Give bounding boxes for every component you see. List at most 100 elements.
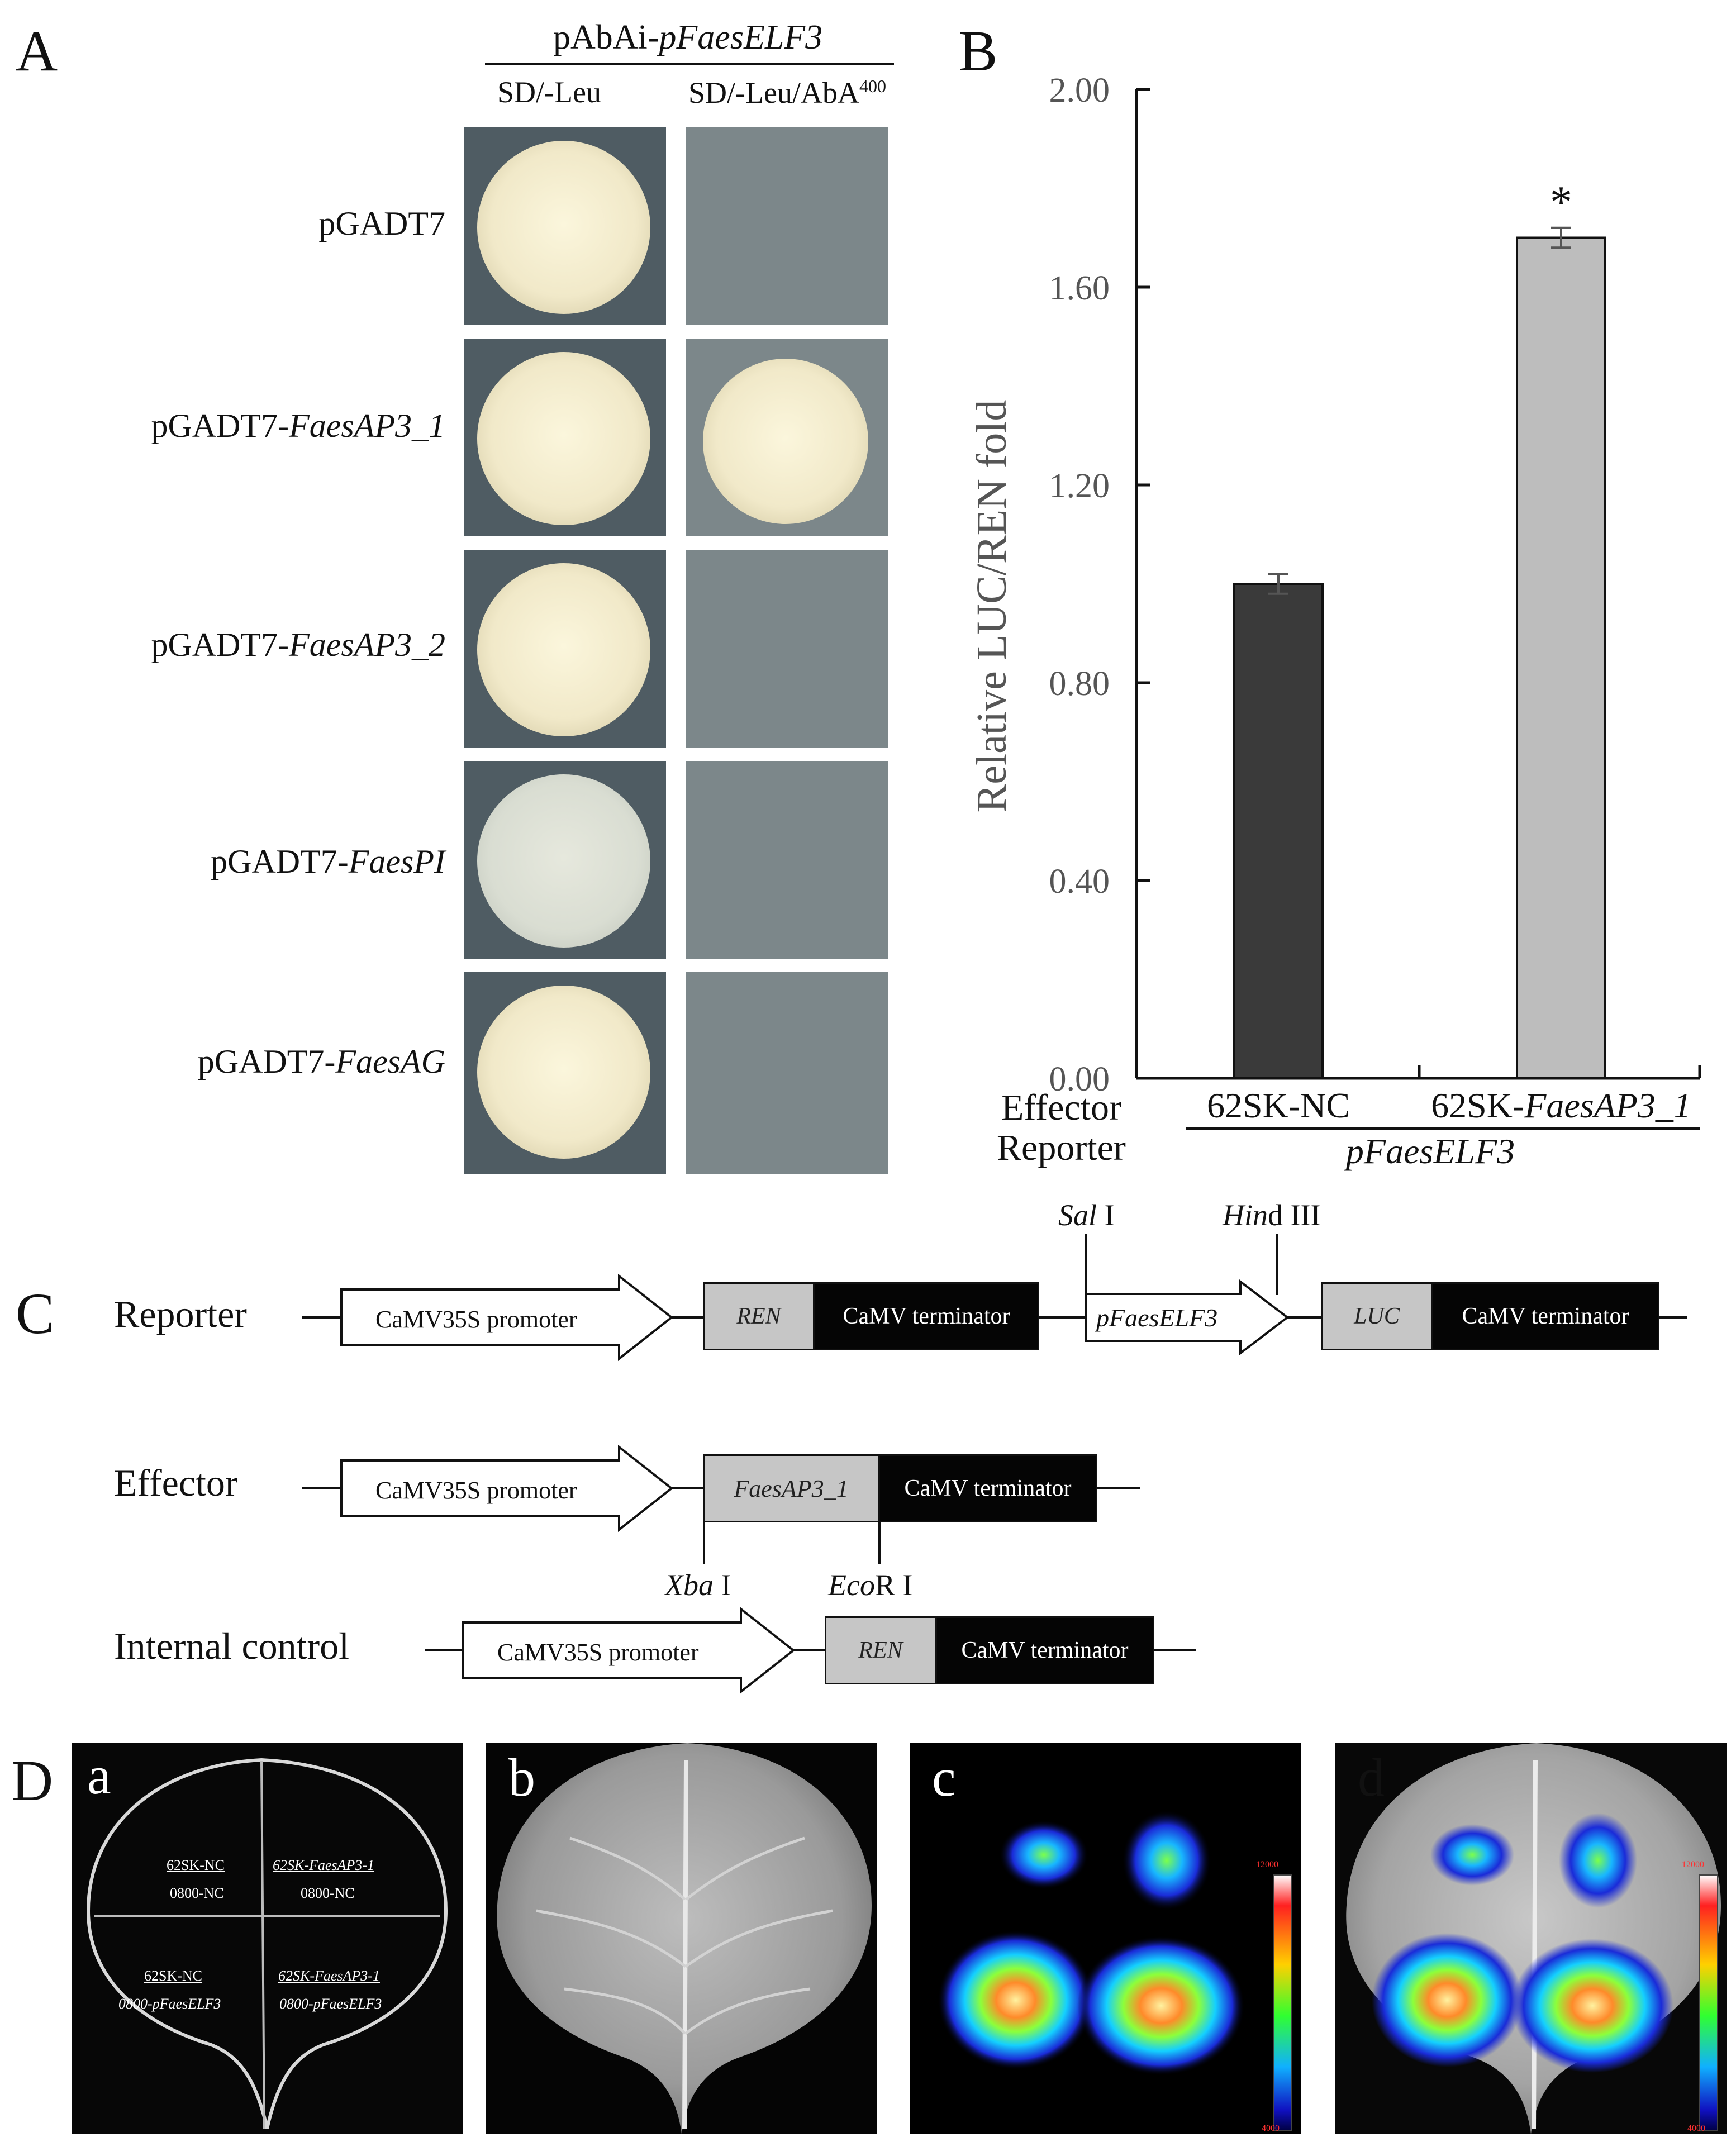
internal-terminator-box: CaMV terminator	[935, 1616, 1154, 1684]
yeast-colony	[703, 359, 868, 524]
row-label-4: pGADT7-FaesPI	[211, 845, 445, 878]
scale-min-overlay: 4000	[1687, 2124, 1705, 2133]
overlay-image	[1346, 1743, 1721, 2134]
xba-site-rest: I	[714, 1568, 731, 1602]
y-tick-label: 1.20	[1049, 467, 1110, 505]
row-label-3: pGADT7-FaesAP3_2	[151, 628, 445, 661]
reporter-insert-arrow	[1085, 1279, 1290, 1356]
column-label-right: SD/-Leu/AbA400	[688, 77, 886, 108]
eco-site-line	[878, 1521, 881, 1564]
reporter-insert-label: pFaesELF3	[1096, 1303, 1218, 1332]
panel-letter-b: B	[959, 19, 998, 83]
panel-letter-d: D	[11, 1749, 54, 1813]
scale-max-overlay: 12000	[1682, 1860, 1704, 1869]
reporter-value: pFaesELF3	[1344, 1131, 1515, 1171]
sub-letter-c: c	[932, 1748, 956, 1807]
panel-letter-c: C	[16, 1282, 55, 1346]
yeast-colony	[477, 563, 650, 736]
y-tick-label: 0.80	[1049, 665, 1110, 703]
reporter-terminator-box: CaMV terminator	[814, 1282, 1039, 1350]
internal-control-label: Internal control	[114, 1625, 350, 1667]
xba-site-label: Xba I	[665, 1570, 731, 1600]
eco-site-italic: Eco	[828, 1568, 875, 1602]
bar-1	[1233, 583, 1324, 1079]
xba-site-italic: Xba	[665, 1568, 714, 1602]
yeast-colony	[477, 774, 650, 948]
internal-backbone	[425, 1649, 1196, 1651]
y-tick-label: 0.00	[1049, 1060, 1110, 1098]
yeast-colony	[477, 352, 650, 525]
panel-d-c: c 12000 4000	[910, 1743, 1301, 2134]
sal-site-line	[1085, 1234, 1087, 1295]
hind-site-label: Hind III	[1223, 1200, 1320, 1230]
quad-tr-line2: 0800-NC	[301, 1885, 355, 1901]
row-label-2: pGADT7-FaesAP3_1	[151, 409, 445, 442]
panel-d-d: d 12000 4000	[1335, 1743, 1727, 2134]
row-label-prefix: pGADT7	[318, 205, 445, 242]
column-label-right-base: SD/-Leu/AbA	[688, 76, 859, 110]
plate-sd-leu-faesag	[464, 972, 666, 1174]
row-label-gene: FaesPI	[348, 843, 445, 880]
plate-aba-faesap3-2	[686, 550, 888, 748]
category-gene: FaesAP3_1	[1524, 1086, 1691, 1125]
quad-br-line2: 0800-pFaesELF3	[279, 1996, 382, 2012]
yeast-colony	[477, 141, 650, 314]
reporter-promoter-arrow	[340, 1273, 674, 1362]
panel-d-a: a 62SK-NC 0800-NC 62SK-FaesAP3-1 0800-NC…	[72, 1743, 463, 2134]
row-label-prefix: pGADT7-	[151, 407, 289, 444]
panel-a-header: pAbAi-pFaesELF3	[553, 20, 822, 55]
reporter-terminator2-box: CaMV terminator	[1431, 1282, 1659, 1350]
eco-site-rest: R I	[874, 1568, 913, 1602]
plate-aba-faespi	[686, 761, 888, 959]
row-label-reporter: Reporter	[997, 1127, 1126, 1168]
internal-promoter-arrow	[462, 1606, 796, 1695]
row-label-1: pGADT7	[318, 207, 445, 240]
plate-sd-leu-faesap3-2	[464, 550, 666, 748]
bar-2	[1516, 236, 1606, 1079]
significance-marker: *	[1550, 178, 1572, 227]
row-label-5: pGADT7-FaesAG	[198, 1045, 445, 1078]
plate-sd-leu-faesap3-1	[464, 339, 666, 536]
sub-letter-d: d	[1358, 1748, 1385, 1807]
hind-site-rest: d III	[1268, 1198, 1321, 1232]
internal-ren-box: REN	[825, 1616, 936, 1684]
sub-letter-b: b	[508, 1748, 535, 1807]
category-prefix: 62SK-NC	[1207, 1086, 1350, 1125]
panel-d-b: b	[486, 1743, 877, 2134]
row-label-gene: FaesAP3_1	[289, 407, 445, 444]
y-tick-label: 1.60	[1049, 269, 1110, 307]
internal-promoter-label: CaMV35S promoter	[497, 1639, 699, 1666]
hind-site-line	[1276, 1234, 1278, 1295]
column-label-right-sup: 400	[859, 76, 886, 96]
row-label-gene: FaesAP3_2	[289, 626, 445, 663]
quad-bl-line2: 0800-pFaesELF3	[118, 1996, 221, 2012]
category-label: 62SK-FaesAP3_1	[1431, 1086, 1691, 1125]
xba-site-line	[703, 1521, 705, 1564]
leaf-brightfield-image	[497, 1743, 872, 2134]
plate-aba-pgadt7	[686, 127, 888, 325]
reporter-ren-box: REN	[703, 1282, 815, 1350]
column-label-left: SD/-Leu	[497, 75, 601, 109]
leaf-outline-diagram	[86, 1758, 448, 2129]
plate-sd-leu-pgadt7	[464, 127, 666, 325]
plate-aba-faesag	[686, 972, 888, 1174]
row-label-effector: Effector	[1001, 1087, 1121, 1128]
scale-max: 12000	[1256, 1860, 1278, 1869]
row-label-prefix: pGADT7-	[197, 1043, 336, 1080]
y-axis-label: Relative LUC/REN fold	[968, 400, 1015, 813]
quad-tr-line1: 62SK-FaesAP3-1	[273, 1857, 374, 1873]
hind-site-italic: Hin	[1223, 1198, 1268, 1232]
sub-letter-a: a	[87, 1745, 111, 1805]
reporter-label: Reporter	[114, 1293, 247, 1335]
scale-min: 4000	[1262, 2124, 1280, 2133]
y-tick-label: 2.00	[1049, 72, 1110, 110]
effector-promoter-arrow	[340, 1444, 674, 1532]
category-label: 62SK-NC	[1207, 1086, 1350, 1125]
y-tick-label: 0.40	[1049, 863, 1110, 901]
quad-tl-line2: 0800-NC	[170, 1885, 224, 1901]
yeast-colony	[477, 986, 650, 1159]
row-label-prefix: pGADT7-	[151, 626, 289, 663]
plate-aba-faesap3-1	[686, 339, 888, 536]
quad-tl-line1: 62SK-NC	[167, 1857, 225, 1873]
